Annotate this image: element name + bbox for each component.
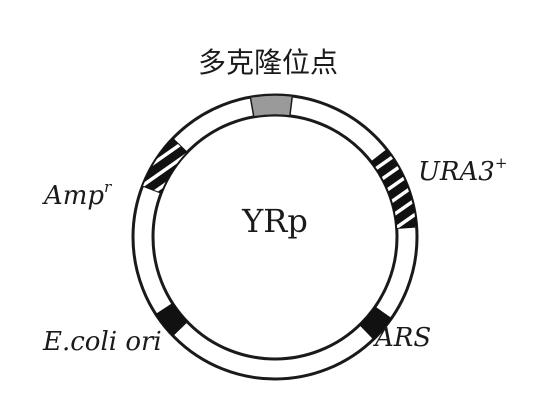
center-label: YRp: [241, 202, 308, 240]
ura3-label: URA3+: [418, 154, 507, 187]
ecoli-ori-segment: [155, 302, 188, 337]
ura3-label-name: URA3: [418, 157, 495, 187]
amp-label-name: Amp: [42, 181, 104, 211]
ura3-label-superscript: +: [495, 154, 508, 172]
amp-label-superscript: r: [104, 178, 112, 196]
ura3-segment: [370, 148, 418, 230]
amp-label: Ampr: [42, 178, 112, 211]
ecoli-ori-label: E.coli ori: [42, 327, 162, 357]
title-label: 多克隆位点: [198, 46, 338, 79]
ars-segment: [359, 306, 393, 340]
ars-label: ARS: [373, 323, 431, 353]
amp-segment: [141, 137, 188, 194]
mcs-segment: [249, 94, 294, 118]
